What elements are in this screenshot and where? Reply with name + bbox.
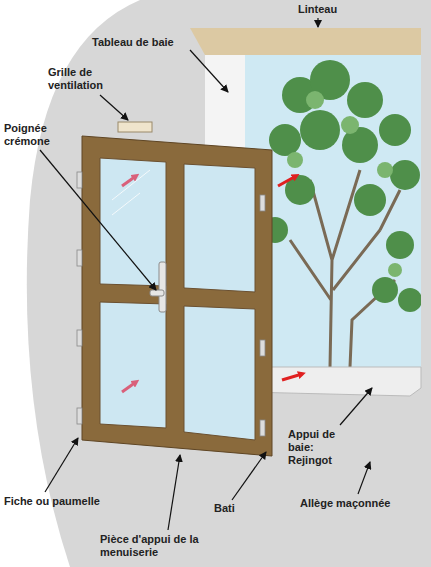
handle-plate	[159, 262, 166, 312]
part-label: Allège maçonnée	[300, 497, 420, 510]
window-frame	[82, 136, 272, 456]
part-label: Tableau de baie	[92, 36, 202, 49]
part-label: Pièce d'appui de la menuiserie	[100, 533, 230, 559]
tree	[262, 60, 421, 367]
part-label: Linteau	[298, 3, 368, 16]
lintel	[190, 28, 421, 55]
part-label: Bati	[214, 502, 254, 515]
ventilation-grille	[118, 122, 152, 132]
leader-lines	[40, 18, 372, 530]
part-label: Fiche ou paumelle	[4, 495, 124, 508]
glass-panes	[100, 158, 255, 440]
handle-lever	[150, 290, 164, 296]
part-label: Poignée crémone	[4, 122, 64, 148]
wall	[27, 0, 431, 567]
hinges	[77, 172, 265, 436]
part-label: Appui de baie: Rejingot	[288, 428, 350, 468]
part-label: Grille de ventilation	[48, 66, 123, 92]
